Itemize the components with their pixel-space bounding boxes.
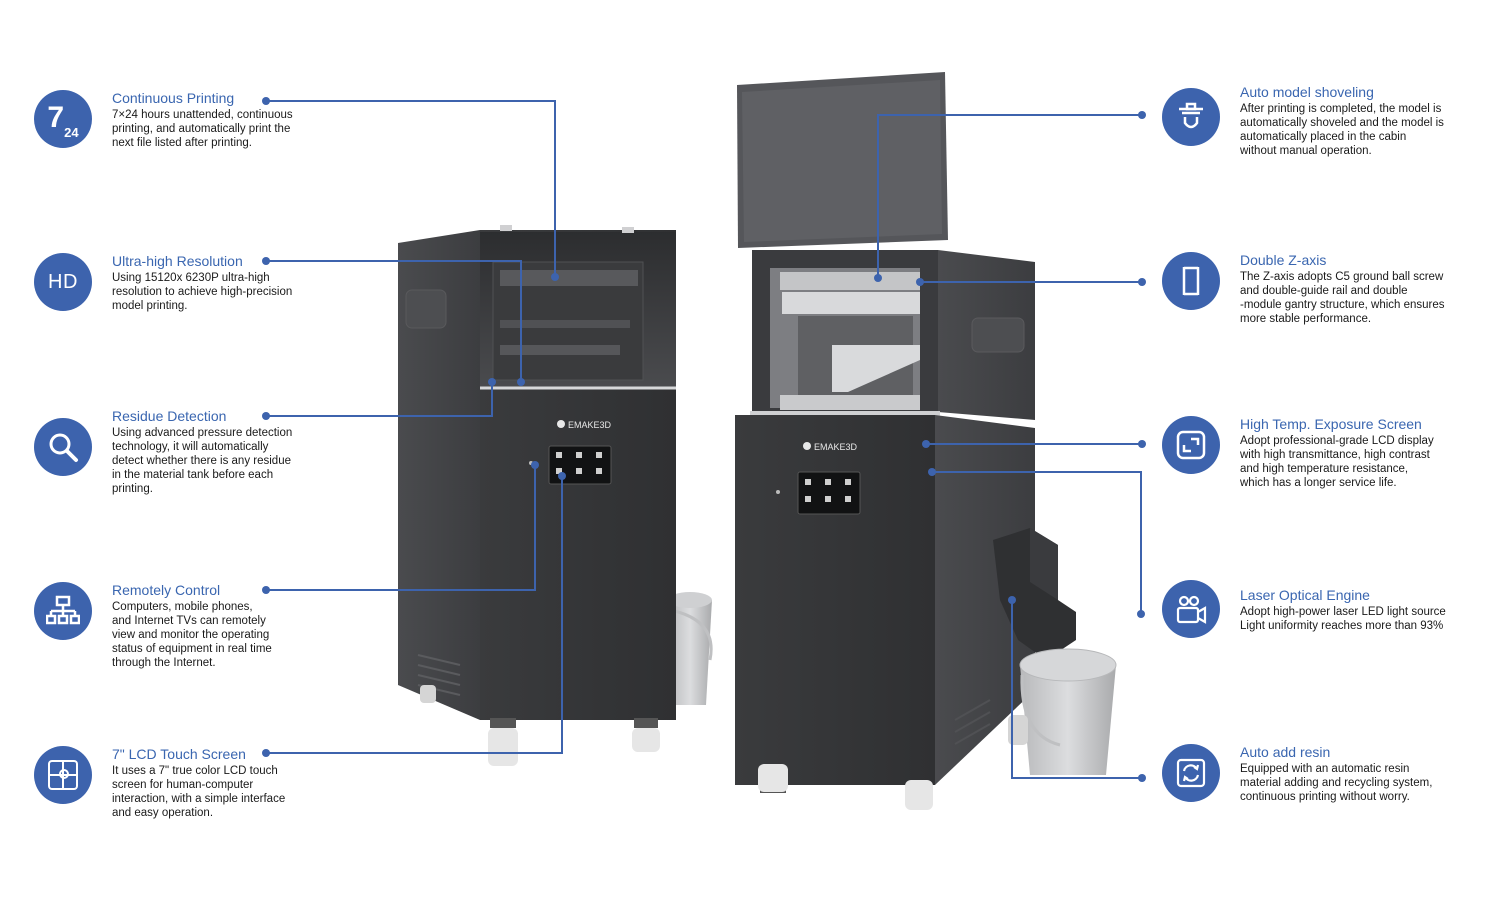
seven-twenty-four-icon: 724 [34,90,92,148]
right-printer: EMAKE3D [735,72,1117,810]
touch-screen-icon [34,746,92,804]
feature-title: High Temp. Exposure Screen [1240,416,1422,432]
feature-title: Remotely Control [112,582,221,598]
screen-frame-icon [1162,416,1220,474]
hd-icon: HD [34,253,92,311]
shovel-icon [1162,88,1220,146]
feature-title: Double Z-axis [1240,252,1327,268]
left-logo-text: EMAKE3D [568,420,612,430]
right-logo-text: EMAKE3D [814,442,858,452]
left-printer: EMAKE3D [398,225,713,766]
rail-icon [1162,252,1220,310]
feature-title: Residue Detection [112,408,227,424]
feature-description: Computers, mobile phones,and Internet TV… [112,601,272,669]
camera-person-icon [1162,580,1220,638]
feature-description: After printing is completed, the model i… [1240,103,1444,157]
feature-title: Continuous Printing [112,90,235,106]
refresh-icon [1162,744,1220,802]
feature-title: Auto add resin [1240,744,1331,760]
magnifier-icon [34,418,92,476]
feature-title: Laser Optical Engine [1240,587,1370,603]
feature-title: Ultra-high Resolution [112,253,243,269]
network-icon [34,582,92,640]
left-connectors [266,100,563,754]
right-connectors [877,114,1142,779]
feature-title: Auto model shoveling [1240,84,1374,100]
feature-title: 7" LCD Touch Screen [112,746,246,762]
